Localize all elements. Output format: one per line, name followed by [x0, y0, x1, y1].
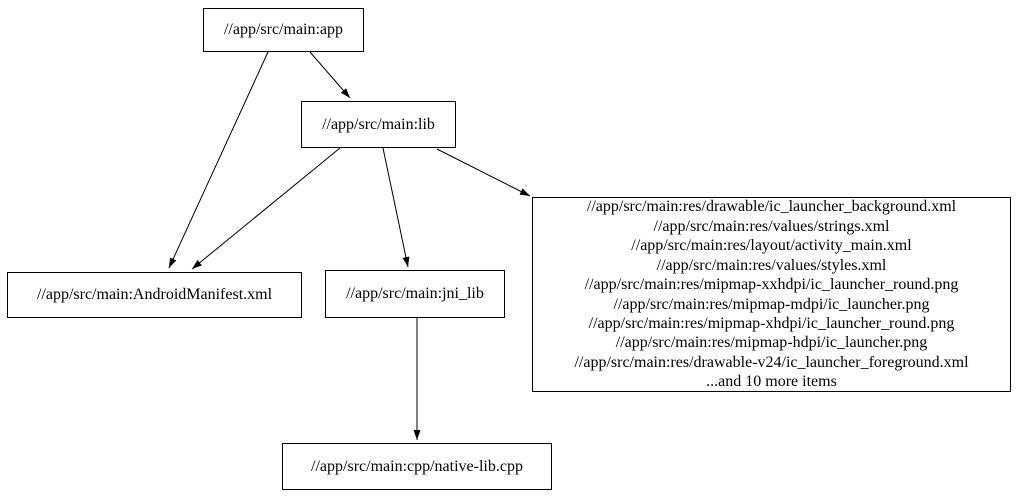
res-group-more-items: ...and 10 more items	[706, 373, 837, 391]
node-jni-lib-label: //app/src/main:jni_lib	[346, 285, 484, 302]
edge-app-to-android-manifest	[168, 51, 269, 269]
edge-lib-to-res-group	[436, 148, 531, 197]
node-app[interactable]: //app/src/main:app	[203, 8, 364, 52]
res-group-line: //app/src/main:res/values/strings.xml	[653, 217, 890, 235]
res-group-line: //app/src/main:res/drawable-v24/ic_launc…	[574, 353, 969, 371]
edge-app-to-lib	[309, 51, 351, 99]
node-native-lib-cpp[interactable]: //app/src/main:cpp/native-lib.cpp	[282, 443, 552, 490]
node-native-lib-cpp-label: //app/src/main:cpp/native-lib.cpp	[311, 457, 523, 475]
res-group-line: //app/src/main:res/mipmap-xxhdpi/ic_laun…	[584, 276, 959, 294]
node-lib-label: //app/src/main:lib	[322, 115, 435, 133]
res-group-line: //app/src/main:res/values/styles.xml	[656, 256, 887, 274]
node-lib[interactable]: //app/src/main:lib	[301, 101, 456, 148]
res-group-line: //app/src/main:res/layout/activity_main.…	[631, 237, 912, 255]
res-group-line: //app/src/main:res/mipmap-mdpi/ic_launch…	[613, 295, 930, 313]
edge-lib-to-android-manifest	[191, 147, 341, 270]
res-group-line: //app/src/main:res/mipmap-xhdpi/ic_launc…	[588, 314, 955, 332]
node-jni-lib[interactable]: //app/src/main:jni_lib	[325, 270, 505, 318]
res-group-line: //app/src/main:res/mipmap-hdpi/ic_launch…	[615, 334, 928, 352]
node-app-label: //app/src/main:app	[223, 21, 344, 38]
node-res-group[interactable]: //app/src/main:res/drawable/ic_launcher_…	[532, 197, 1011, 392]
node-android-manifest-label: //app/src/main:AndroidManifest.xml	[36, 286, 273, 303]
node-android-manifest[interactable]: //app/src/main:AndroidManifest.xml	[7, 272, 302, 318]
res-group-line: //app/src/main:res/drawable/ic_launcher_…	[586, 198, 957, 216]
edge-lib-to-jni-lib	[382, 147, 410, 268]
